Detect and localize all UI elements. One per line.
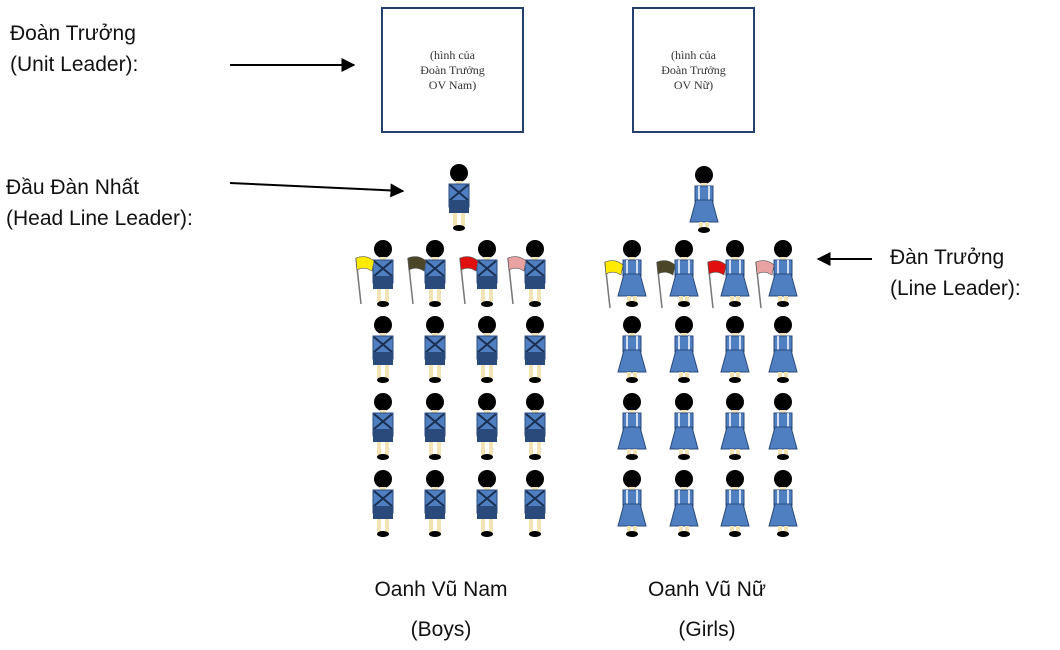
- girl-scout-figure-r1-c1: [617, 240, 647, 307]
- boys-line-flag-1: [355, 256, 375, 305]
- girl-scout-figure-r3-c1: [617, 393, 647, 460]
- head-line-leader-label: Đầu Đàn Nhất (Head Line Leader):: [6, 172, 193, 234]
- girls-photo-line-1: (hình của: [671, 47, 716, 62]
- boy-scout-figure-r1-c3: [476, 240, 498, 307]
- boys-line-flag-4: [507, 256, 527, 305]
- girl-scout-figure-r2-c2: [669, 316, 699, 383]
- girl-scout-figure-r4-c3: [720, 470, 750, 537]
- girl-scout-figure-r1-c2: [669, 240, 699, 307]
- unit-leader-label-en: (Unit Leader):: [10, 53, 139, 76]
- boys-photo-line-2: Đoàn Trưởng: [420, 62, 485, 77]
- girls-caption: Oanh Vũ Nữ (Girls): [607, 570, 807, 650]
- girls-caption-vi: Oanh Vũ Nữ: [648, 578, 766, 601]
- boy-scout-figure-r4-c2: [424, 470, 446, 537]
- head-line-leader-label-vi: Đầu Đàn Nhất: [6, 176, 140, 199]
- line-leader-label-vi: Đàn Trưởng: [890, 246, 1005, 269]
- girl-scout-figure-r1-c3: [720, 240, 750, 307]
- boys-caption-en: (Boys): [410, 618, 472, 641]
- figures-layer: [355, 164, 798, 537]
- head-line-leader-label-en: (Head Line Leader):: [6, 207, 193, 230]
- girls-line-flag-3: [707, 260, 727, 309]
- boy-scout-figure-r4-c4: [524, 470, 546, 537]
- girls-photo-line-3: OV Nữ): [673, 77, 714, 92]
- girl-scout-figure-r2-c1: [617, 316, 647, 383]
- boy-scout-figure-r2-c1: [372, 316, 394, 383]
- girl-scout-figure-r2-c4: [768, 316, 798, 383]
- boys-caption-vi: Oanh Vũ Nam: [374, 578, 508, 601]
- boys-line-flag-3: [459, 256, 479, 305]
- boy-scout-figure-r3-c3: [476, 393, 498, 460]
- girl-scout-figure-r1-c4: [768, 240, 798, 307]
- boy-scout-figure-r3-c1: [372, 393, 394, 460]
- girls-line-flag-1: [604, 260, 624, 309]
- boy-scout-figure-r1-c2: [424, 240, 446, 307]
- girl-scout-figure-r3-c4: [768, 393, 798, 460]
- boys-photo-line-3: OV Nam): [428, 77, 477, 92]
- boy-scout-figure-r2-c3: [476, 316, 498, 383]
- line-leader-label-en: (Line Leader):: [890, 277, 1021, 300]
- girl-scout-figure-r2-c3: [720, 316, 750, 383]
- boy-scout-figure-r4-c1: [372, 470, 394, 537]
- girls-photo-line-2: Đoàn Trưởng: [661, 62, 726, 77]
- girls-unit-leader-photo: (hình của Đoàn Trưởng OV Nữ): [632, 7, 755, 133]
- line-leader-label: Đàn Trưởng (Line Leader):: [890, 242, 1021, 304]
- girls-line-flag-4: [755, 260, 775, 309]
- boy-scout-figure-r1-c1: [372, 240, 394, 307]
- girl-scout-figure-r4-c2: [669, 470, 699, 537]
- boys-line-flag-2: [407, 256, 427, 305]
- boys-head-line-leader-figure: [448, 164, 470, 231]
- boys-photo-line-1: (hình của: [430, 47, 475, 62]
- boys-unit-leader-photo: (hình của Đoàn Trưởng OV Nam): [381, 7, 524, 133]
- girls-head-line-leader-figure: [689, 166, 719, 233]
- unit-leader-label-vi: Đoàn Trưởng: [10, 22, 136, 45]
- boy-scout-figure-r4-c3: [476, 470, 498, 537]
- girls-caption-en: (Girls): [678, 618, 736, 641]
- boy-scout-figure-r2-c2: [424, 316, 446, 383]
- girl-scout-figure-r4-c4: [768, 470, 798, 537]
- girl-scout-figure-r4-c1: [617, 470, 647, 537]
- boy-scout-figure-r1-c4: [524, 240, 546, 307]
- boy-scout-figure-r2-c4: [524, 316, 546, 383]
- boy-scout-figure-r3-c4: [524, 393, 546, 460]
- girl-scout-figure-r3-c2: [669, 393, 699, 460]
- girl-scout-figure-r3-c3: [720, 393, 750, 460]
- boy-scout-figure-r3-c2: [424, 393, 446, 460]
- boys-caption: Oanh Vũ Nam (Boys): [341, 570, 541, 650]
- unit-leader-label: Đoàn Trưởng (Unit Leader):: [10, 18, 138, 80]
- girls-line-flag-2: [656, 260, 676, 309]
- head-line-leader-arrow: [229, 182, 405, 198]
